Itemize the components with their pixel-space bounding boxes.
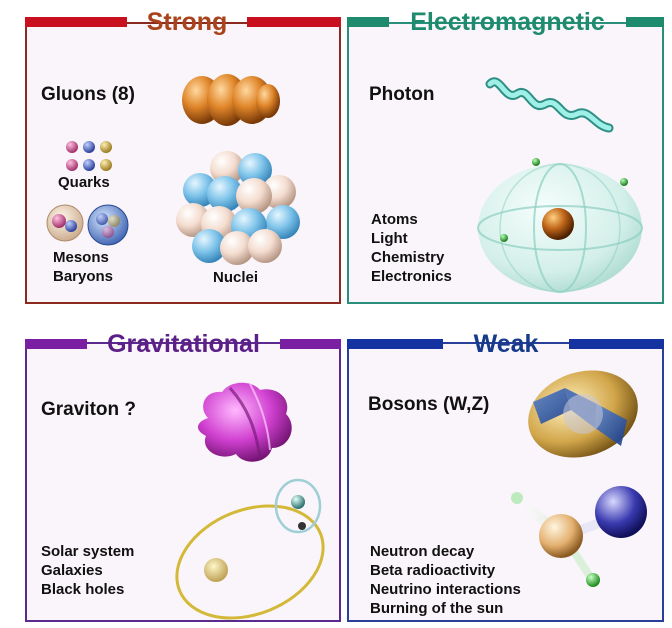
grav-item-black-holes: Black holes bbox=[41, 581, 125, 598]
weak-item-neutrino-interactions: Neutrino interactions bbox=[370, 581, 521, 598]
nuclei-label: Nuclei bbox=[213, 269, 259, 286]
baryon-illustration bbox=[87, 204, 129, 246]
weak-title-bar-right bbox=[569, 339, 664, 349]
grav-title-bar-right bbox=[280, 339, 341, 349]
strong-title-bar-right bbox=[247, 17, 341, 27]
em-item-atoms: Atoms bbox=[371, 211, 418, 228]
weak-item-beta-radioactivity: Beta radioactivity bbox=[370, 562, 496, 579]
grav-title-bar-left bbox=[25, 339, 87, 349]
weak-item-burning-of-the-sun: Burning of the sun bbox=[370, 600, 504, 617]
photon-wave-illustration bbox=[485, 77, 614, 133]
weak-title-bar-left bbox=[347, 339, 443, 349]
grav-item-galaxies: Galaxies bbox=[41, 562, 103, 579]
nucleus-illustration bbox=[176, 151, 300, 265]
graviton-label: Graviton ? bbox=[41, 399, 137, 420]
grav-item-solar-system: Solar system bbox=[41, 543, 135, 560]
boson-illustration bbox=[528, 370, 638, 458]
meson-illustration bbox=[46, 204, 84, 242]
decay-illustration bbox=[510, 486, 647, 587]
mesons-label: Mesons bbox=[53, 249, 109, 266]
em-examples-list: Atoms Light Chemistry Electronics bbox=[371, 210, 452, 286]
solar-system-illustration bbox=[175, 478, 325, 620]
bosons-label: Bosons (W,Z) bbox=[368, 394, 490, 415]
em-title-bar-left bbox=[347, 17, 389, 27]
weak-item-neutron-decay: Neutron decay bbox=[370, 543, 475, 560]
strong-force-panel bbox=[25, 22, 341, 304]
em-title: Electromagnetic bbox=[410, 8, 605, 36]
strong-title-bar-left bbox=[25, 17, 127, 27]
mesons-baryons-labels: Mesons Baryons bbox=[53, 248, 113, 286]
weak-title: Weak bbox=[473, 330, 539, 358]
strong-title: Strong bbox=[146, 8, 228, 36]
em-item-light: Light bbox=[371, 230, 408, 247]
em-title-bar-right bbox=[626, 17, 664, 27]
em-item-electronics: Electronics bbox=[371, 268, 452, 285]
quarks-illustration bbox=[66, 141, 112, 171]
weak-examples-list: Neutron decay Beta radioactivity Neutrin… bbox=[370, 542, 521, 618]
atom-illustration bbox=[477, 158, 643, 293]
quarks-label: Quarks bbox=[58, 174, 110, 191]
photon-label: Photon bbox=[369, 84, 435, 105]
graviton-illustration bbox=[197, 382, 292, 462]
baryons-label: Baryons bbox=[53, 268, 114, 285]
gluons-label: Gluons (8) bbox=[41, 84, 135, 105]
gluon-illustration bbox=[182, 74, 280, 126]
grav-examples-list: Solar system Galaxies Black holes bbox=[41, 542, 134, 599]
grav-title: Gravitational bbox=[107, 330, 260, 358]
em-item-chemistry: Chemistry bbox=[371, 249, 445, 266]
